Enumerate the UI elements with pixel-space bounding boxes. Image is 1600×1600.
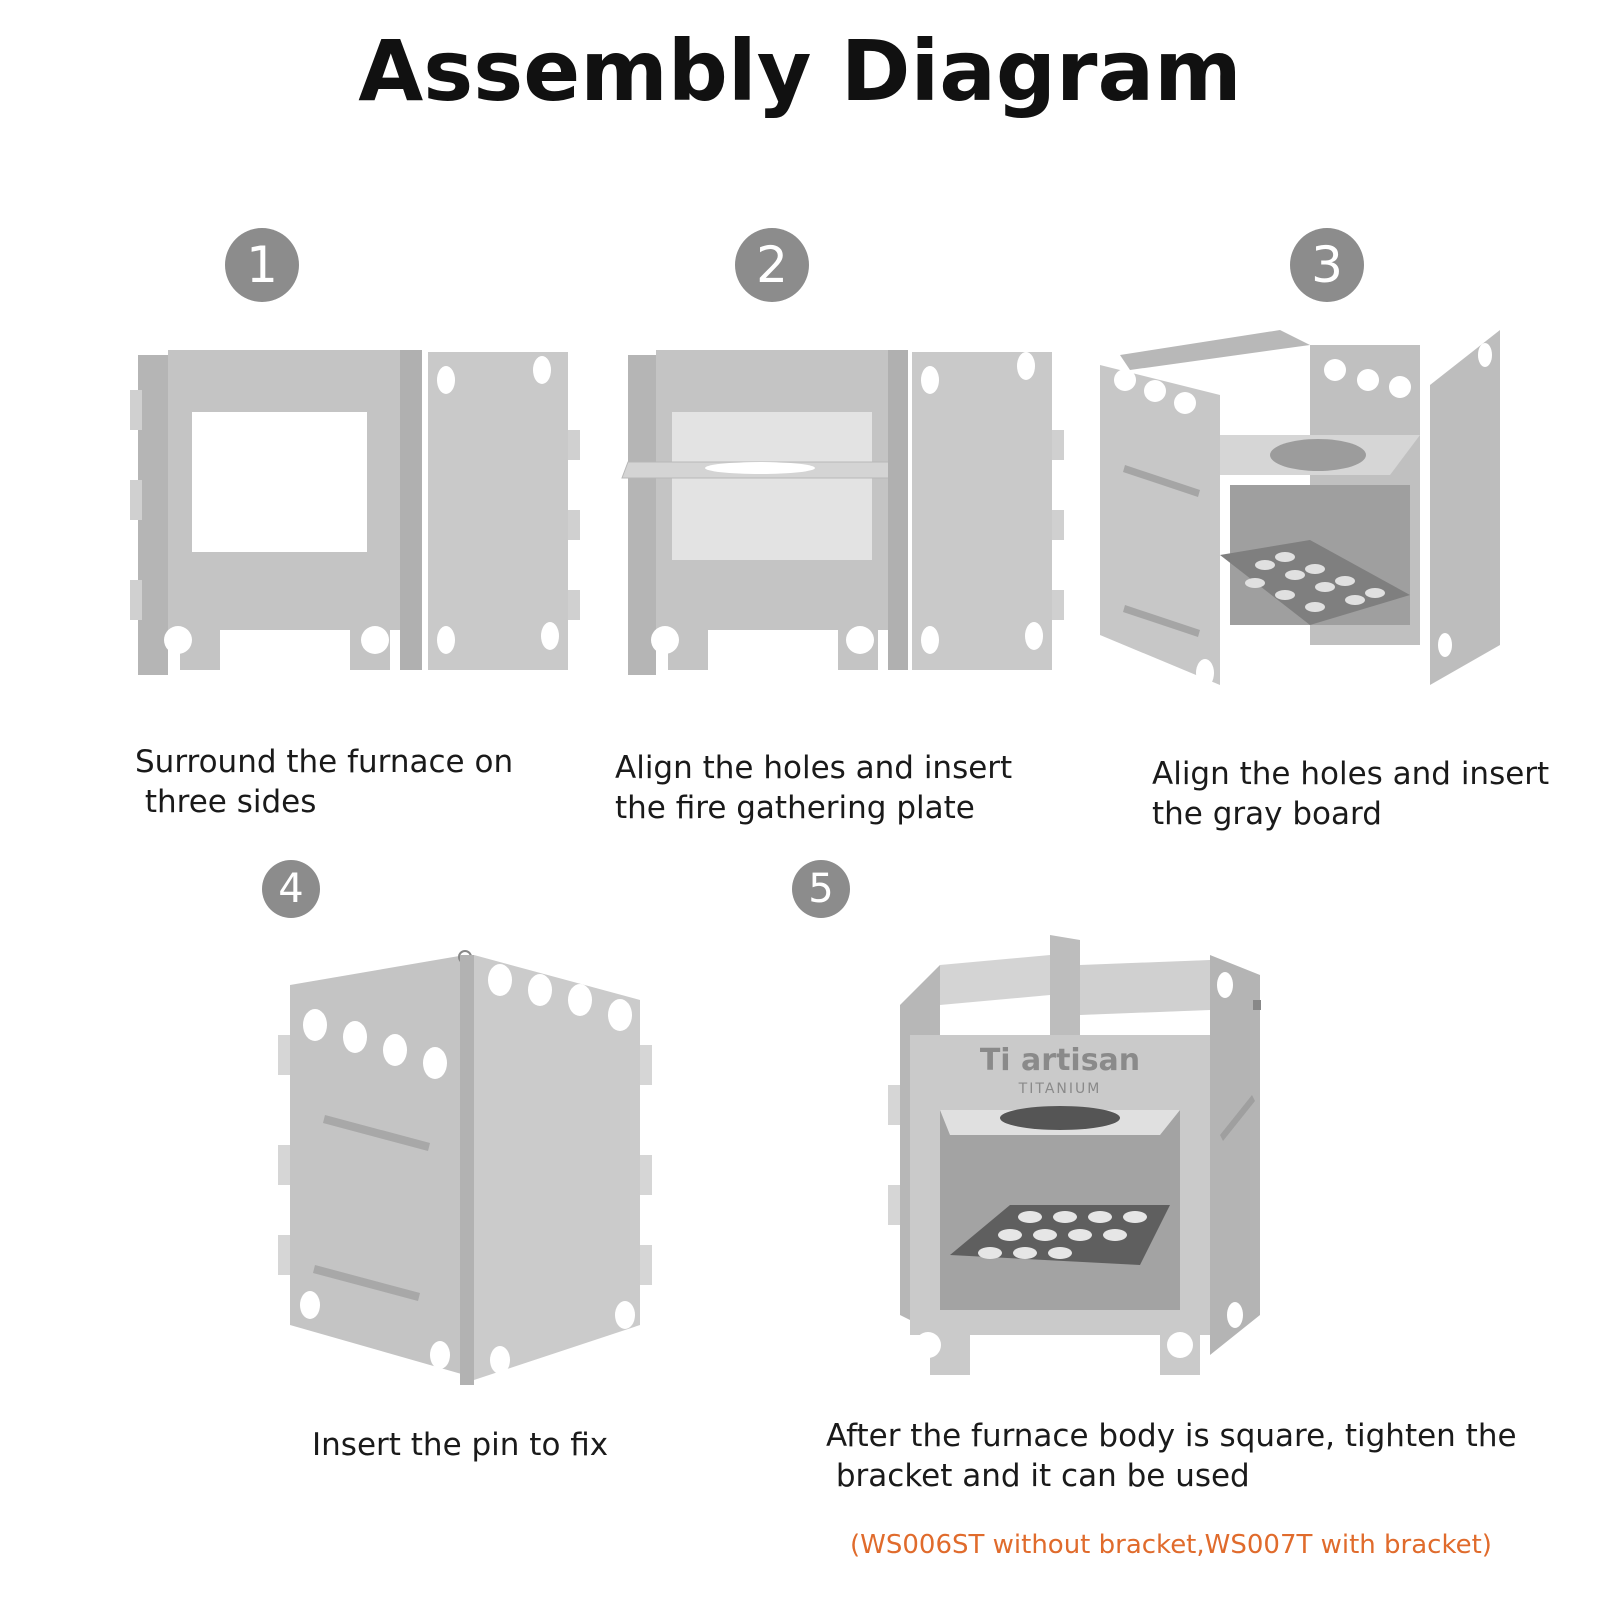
right-panel	[428, 352, 568, 670]
step-4-badge: 4	[262, 860, 320, 918]
brand-name: Ti artisan	[980, 1043, 1140, 1078]
step-4-caption: Insert the pin to fix	[312, 1427, 609, 1463]
side-panel	[138, 355, 168, 675]
step-4-illustration	[278, 950, 652, 1385]
brand-sub: TITANIUM	[1018, 1081, 1102, 1097]
panel-window	[672, 412, 872, 560]
right-panel	[474, 955, 640, 1380]
step-2-caption: Align the holes and insert the fire gath…	[615, 750, 1013, 826]
step-5-caption: After the furnace body is square, tighte…	[826, 1418, 1517, 1494]
page-title: Assembly Diagram	[358, 22, 1242, 120]
step-1-caption: Surround the furnace on three sides	[135, 744, 514, 820]
right-panel	[912, 352, 1052, 670]
step-1-illustration	[130, 350, 580, 675]
side-panel	[628, 355, 656, 675]
model-note: (WS006ST without bracket,WS007T with bra…	[850, 1530, 1492, 1560]
bracket	[1050, 935, 1080, 1045]
panel-window	[192, 412, 367, 552]
step-3-illustration	[1100, 330, 1500, 687]
left-panel	[1100, 365, 1220, 685]
step-1-badge: 1	[225, 228, 299, 302]
step-3-badge: 3	[1290, 228, 1364, 302]
step-2-illustration	[621, 350, 1064, 675]
perforated-plate	[950, 1205, 1170, 1265]
right-panel	[1430, 330, 1500, 685]
step-3-caption: Align the holes and insert the gray boar…	[1152, 756, 1550, 832]
step-5-badge: 5	[792, 860, 850, 918]
step-2-badge: 2	[735, 228, 809, 302]
step-5-illustration: Ti artisan TITANIUM	[888, 935, 1261, 1375]
